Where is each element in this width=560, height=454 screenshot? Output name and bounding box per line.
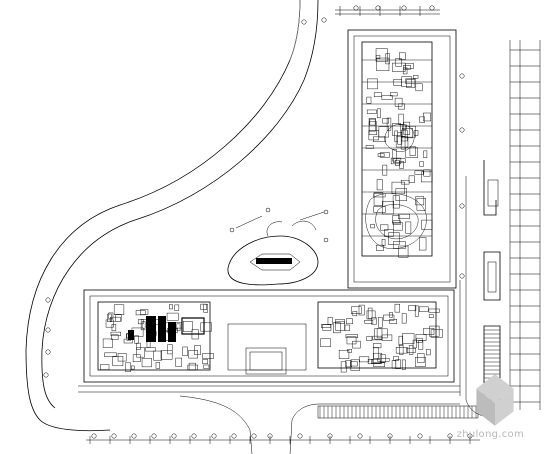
- watermark-text: zhulong.com: [456, 429, 524, 440]
- parking-stripes: [317, 405, 479, 419]
- dimension-line: [86, 436, 480, 444]
- side-parking-stalls: [483, 160, 501, 401]
- south-wing-building: [83, 289, 455, 383]
- podium-outline: [78, 176, 501, 454]
- site-boundary: [25, 0, 319, 432]
- north-wing-building: [347, 29, 457, 289]
- garden-pavilion: [227, 207, 329, 286]
- road-and-parking-grid: [335, 6, 541, 410]
- zhulong-logo-icon: [476, 374, 514, 426]
- grid-markers: [43, 5, 473, 439]
